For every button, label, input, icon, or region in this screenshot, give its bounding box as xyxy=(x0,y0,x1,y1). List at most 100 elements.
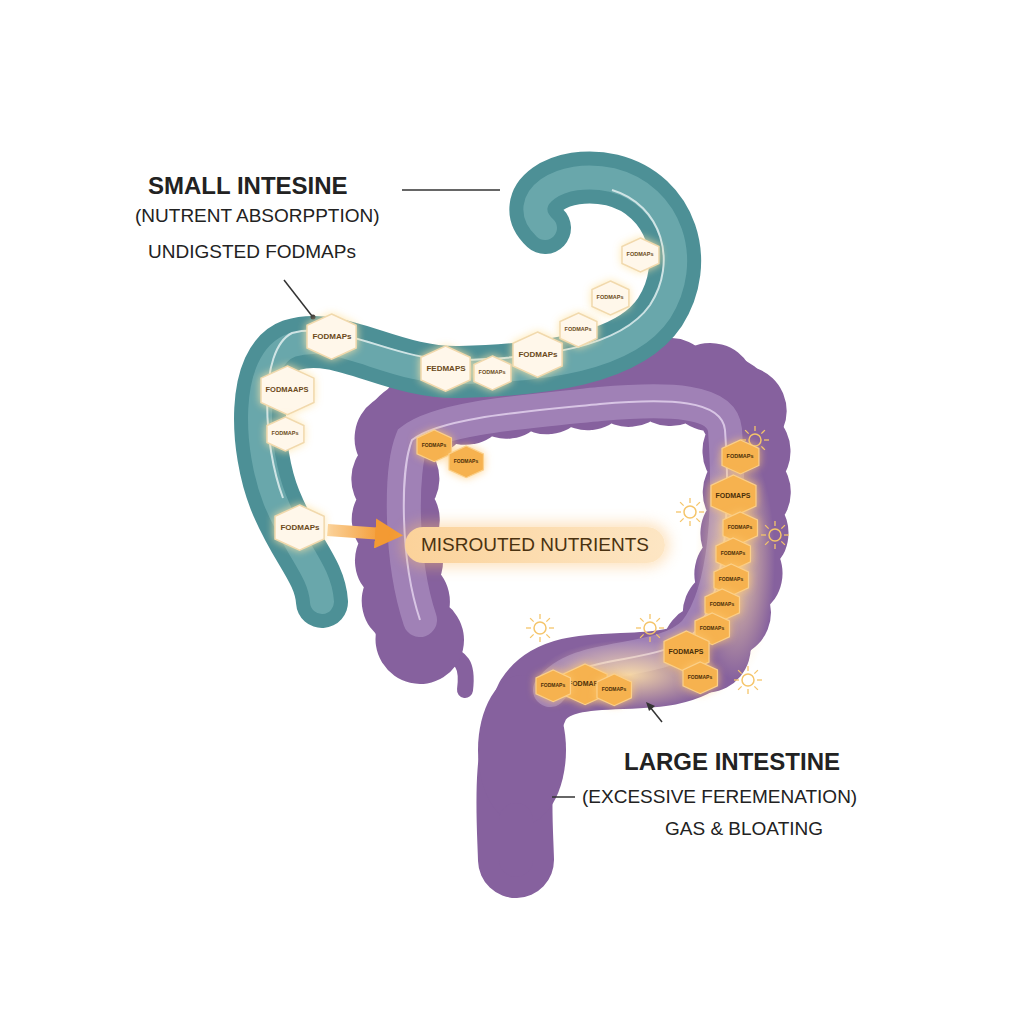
hexagon-outline xyxy=(421,346,470,391)
hexagon-shape xyxy=(536,670,570,702)
hexagon-shape xyxy=(714,564,748,596)
large-intestine xyxy=(395,382,747,860)
hexagon-outline xyxy=(307,314,356,359)
sparkle-ray xyxy=(546,618,550,622)
hexagon-shape xyxy=(421,346,470,391)
hexagon-outline xyxy=(711,475,756,516)
fodmap-hexagon: FODMAPs xyxy=(705,589,739,621)
hexagon-outline xyxy=(267,417,304,451)
hexagon-label: FODMAPS xyxy=(716,492,751,499)
anal-canal xyxy=(499,820,533,860)
fodmap-hexagon: FODMAPs xyxy=(622,238,659,272)
hexagon-shape xyxy=(261,366,314,415)
hexagon-label: FODMAPs xyxy=(565,327,592,333)
organ-note: (NUTRENT ABSORPPTION) xyxy=(135,205,380,227)
sparkle-ray xyxy=(689,521,690,526)
sparkle-core xyxy=(534,622,546,634)
fodmap-hexagon: FODMAPs xyxy=(683,662,717,694)
hexagon-label: FODMAPs xyxy=(710,602,734,607)
hexagon-outline xyxy=(417,430,451,462)
sparkle-ray xyxy=(765,541,769,545)
small-intestine xyxy=(260,177,675,602)
hexagon-label: FODMAPs xyxy=(627,252,654,258)
hexagon-shape xyxy=(597,674,631,706)
sparkle-ray xyxy=(640,618,644,622)
callout-text: MISROUTED NUTRIENTS xyxy=(421,534,649,556)
fodmap-hexagon: FODMAPs xyxy=(449,446,483,478)
small-intestine-lumen xyxy=(260,177,675,602)
hexagon-shape xyxy=(695,613,729,645)
sparkle-ray xyxy=(761,446,765,450)
hexagon-outline xyxy=(592,281,629,315)
hexagon-outline xyxy=(536,670,570,702)
sparkle-ray xyxy=(745,446,749,450)
organ-note: GAS & BLOATING xyxy=(665,818,823,840)
sparkle-ray xyxy=(656,634,660,638)
sparkle xyxy=(526,614,554,642)
sparkle xyxy=(676,498,704,526)
fodmap-hexagon: FODMAPs xyxy=(714,564,748,596)
sparkle-ray xyxy=(676,511,681,512)
sparkle xyxy=(741,426,769,454)
sparkle-ray xyxy=(699,511,704,512)
hexagon-shape xyxy=(267,417,304,451)
hexagon-label: FODMAPs xyxy=(719,577,743,582)
leader-dot xyxy=(311,315,316,320)
sparkle-ray xyxy=(754,426,755,431)
sparkle-ray xyxy=(784,534,789,535)
colon-body xyxy=(395,382,747,860)
hexagon-shape xyxy=(474,356,511,390)
sparkle-ray xyxy=(754,449,755,454)
hexagon-shape xyxy=(307,314,356,359)
sparkle-ray xyxy=(546,634,550,638)
hexagon-shape xyxy=(563,664,607,705)
fodmap-hexagon: FODMAPs xyxy=(563,664,607,705)
hexagon-shape xyxy=(622,238,659,272)
sparkle-ray xyxy=(680,502,684,506)
hexagon-shape xyxy=(560,313,597,347)
sparkles xyxy=(526,426,789,694)
fodmap-hexagon: FODMAPs xyxy=(695,613,729,645)
organ-note: UNDIGSTED FODMAPs xyxy=(148,241,356,263)
hexagon-shape xyxy=(683,662,717,694)
fodmap-hexagon: FEDMAPS xyxy=(421,346,470,391)
fermentation-glow xyxy=(540,440,775,710)
fodmap-hexagon: FODMAPs xyxy=(592,281,629,315)
hexagon-label: FODMAAPS xyxy=(266,386,309,394)
sparkle-ray xyxy=(649,637,650,642)
sparkle-ray xyxy=(754,686,758,690)
hexagon-outline xyxy=(695,613,729,645)
hexagon-label: FODMAPs xyxy=(728,525,752,530)
sparkle-ray xyxy=(680,518,684,522)
hexagon-shape xyxy=(449,446,483,478)
sparkle xyxy=(636,614,664,642)
leader-line xyxy=(402,189,500,191)
fodmap-hexagon: FODMAPS xyxy=(711,475,756,516)
fodmap-hexagon: FODMAPs xyxy=(275,505,324,550)
fodmap-hexagon: FODMAPS xyxy=(664,631,709,672)
hexagon-label: FODMAPs xyxy=(541,683,565,688)
hexagon-label: FODMAPs xyxy=(422,443,446,448)
hexagon-outline xyxy=(622,238,659,272)
hexagon-outline xyxy=(275,505,324,550)
hexagon-shape xyxy=(513,332,562,377)
fodmap-hexagon: FODMAPs xyxy=(417,430,451,462)
sparkle-ray xyxy=(747,666,748,671)
hexagon-outline xyxy=(683,662,717,694)
hexagon-label: FODMAPs xyxy=(312,333,351,341)
sparkle-ray xyxy=(761,534,766,535)
fodmap-hexagon: FODMAPs xyxy=(536,670,570,702)
sparkle-core xyxy=(769,529,781,541)
sparkle-ray xyxy=(734,679,739,680)
sparkle-ray xyxy=(696,518,700,522)
sparkle-ray xyxy=(761,430,765,434)
sparkle-core xyxy=(742,674,754,686)
hexagon-outline xyxy=(716,538,750,570)
hexagon-label: FEDMAPS xyxy=(426,365,465,373)
fodmap-hexagon: FODMAPs xyxy=(723,512,757,544)
sparkle-ray xyxy=(640,634,644,638)
small-intestine-line xyxy=(267,190,663,498)
hexagon-label: FODMAPS xyxy=(669,648,704,655)
